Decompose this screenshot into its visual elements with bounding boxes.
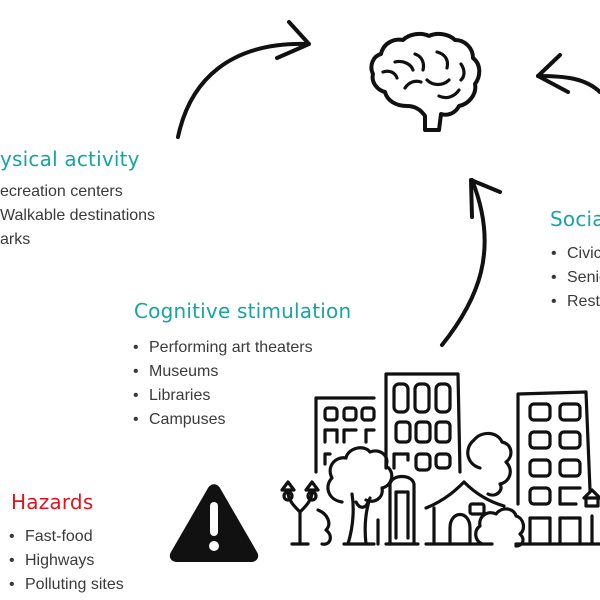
- list-item: Highways: [9, 549, 124, 573]
- list-item: Fast-food: [9, 525, 124, 549]
- social-heading: Socia: [550, 207, 600, 231]
- hazards-heading: Hazards: [11, 490, 94, 514]
- list-item: Rest: [551, 290, 600, 314]
- physical-activity-list: ecreation centers Walkable destinations …: [0, 180, 155, 252]
- physical-activity-heading: ysical activity: [0, 147, 140, 171]
- list-item: Civic: [551, 242, 600, 266]
- social-list: Civic Senio Rest: [551, 242, 600, 314]
- list-item: Performing art theaters: [133, 336, 313, 360]
- building-left-windows: [323, 406, 376, 466]
- list-item: Campuses: [133, 408, 313, 432]
- list-item: Museums: [133, 360, 313, 384]
- cognitive-stimulation-list: Performing art theaters Museums Librarie…: [133, 336, 313, 432]
- warning-triangle-icon: [169, 484, 259, 562]
- cognitive-stimulation-heading: Cognitive stimulation: [134, 299, 352, 323]
- list-item: arks: [0, 231, 31, 248]
- list-item: Walkable destinations: [0, 207, 156, 224]
- city-skyline-illustration: [280, 372, 600, 548]
- list-item: ecreation centers: [0, 183, 123, 200]
- list-item: Libraries: [133, 384, 313, 408]
- brain-icon: [369, 31, 482, 132]
- list-item: Polluting sites: [9, 573, 124, 597]
- hazards-list: Fast-food Highways Polluting sites: [9, 525, 124, 597]
- list-item: Senio: [551, 266, 600, 290]
